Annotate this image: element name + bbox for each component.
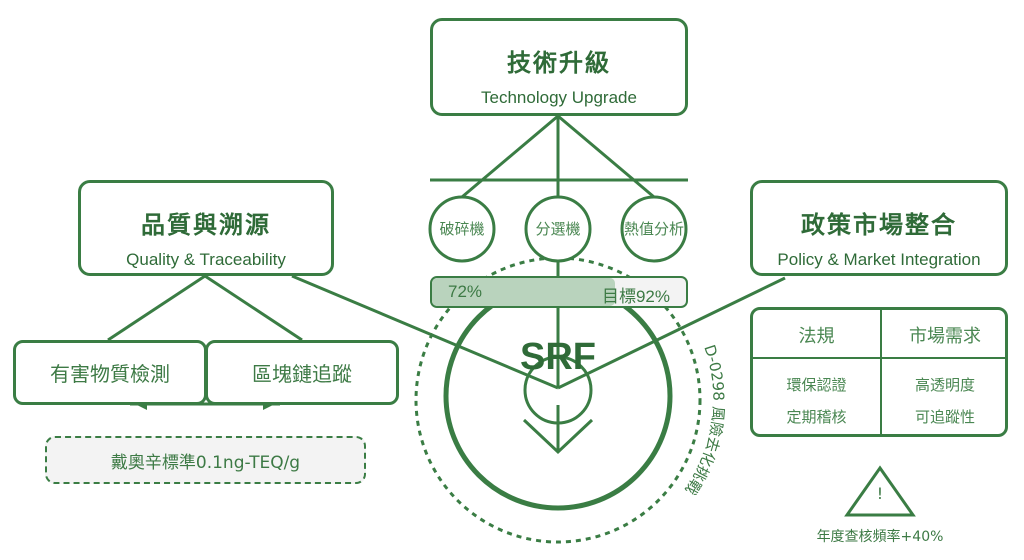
top-subtitle: Technology Upgrade [481, 88, 637, 107]
srf-label: SRF [520, 336, 596, 378]
hazard-test-box: 有害物質檢測 [13, 340, 207, 405]
right-title: 政策市場整合 [801, 211, 957, 239]
left-subtitle: Quality & Traceability [126, 250, 286, 269]
warning-symbol: ! [876, 484, 884, 503]
cell-audit: 定期稽核 [786, 408, 847, 426]
policy-market-box: 政策市場整合 Policy & Market Integration [750, 180, 1008, 276]
cell-traceability: 可追蹤性 [914, 408, 975, 426]
down-arrow-icon [522, 418, 594, 455]
policy-table: 法規 市場需求 環保認證 定期稽核 高透明度 可追蹤性 [750, 307, 1008, 437]
progress-target: 目標92% [601, 287, 670, 306]
cell-transparency: 高透明度 [914, 376, 975, 394]
dioxin-standard-note: 戴奧辛標準0.1ng-TEQ/g [45, 436, 366, 484]
progress-bar: 72% 目標92% [430, 276, 688, 308]
right-subtitle: Policy & Market Integration [777, 250, 981, 269]
node-heat-analysis: 熱值分析 [623, 221, 684, 238]
node-sorter: 分選機 [535, 221, 581, 238]
quality-traceability-box: 品質與溯源 Quality & Traceability [78, 180, 334, 276]
warning-text: 年度查核頻率+40% [816, 529, 944, 545]
blockchain-trace-box: 區塊鏈追蹤 [205, 340, 399, 405]
technology-upgrade-box: 技術升級 Technology Upgrade [430, 18, 688, 116]
header-market-demand: 市場需求 [909, 326, 981, 347]
top-title: 技術升級 [507, 49, 611, 77]
left-title: 品質與溯源 [141, 211, 271, 239]
cell-env-cert: 環保認證 [786, 376, 847, 394]
progress-current: 72% [448, 282, 483, 301]
ring-label: D-0298 風險去化挑戰 [682, 343, 728, 498]
dashed-risk-ring [414, 256, 702, 544]
warning-triangle-icon [844, 465, 916, 517]
progress-fill [432, 278, 615, 306]
node-crusher: 破碎機 [439, 221, 485, 238]
header-regulation: 法規 [798, 326, 835, 347]
